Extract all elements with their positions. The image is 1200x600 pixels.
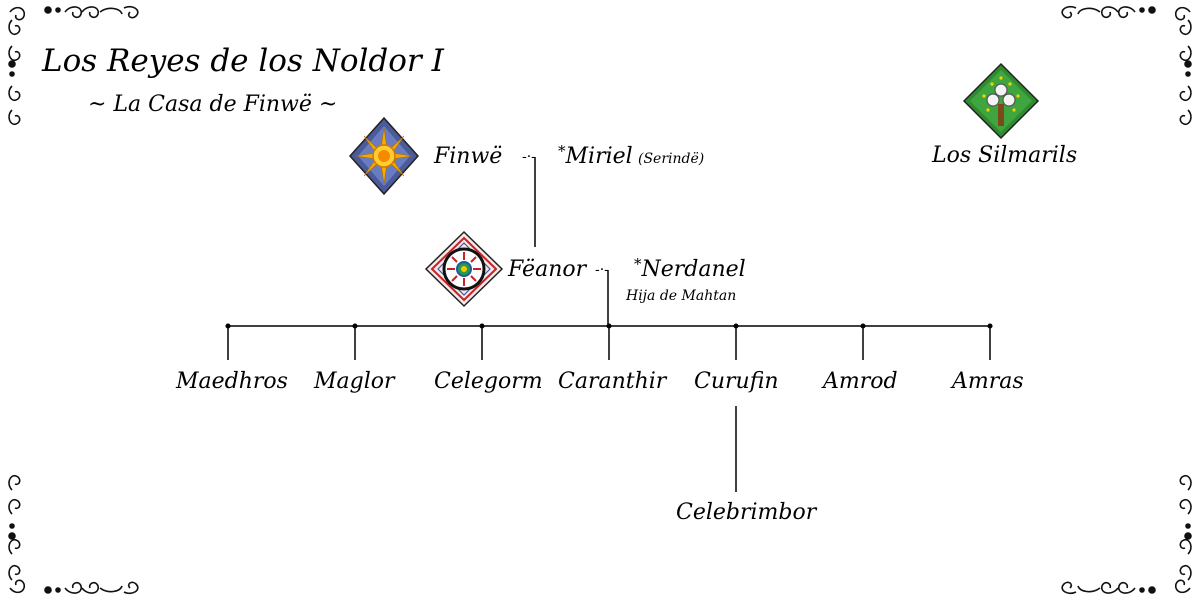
spouse-nerdanel-name: Nerdanel: [641, 257, 746, 282]
person-finwe: Finwë: [434, 144, 503, 169]
star-icon: *: [558, 142, 566, 160]
child-amras: Amras: [952, 369, 1024, 394]
child-celegorm: Celegorm: [434, 369, 543, 394]
corner-bottom-right: [1061, 474, 1192, 595]
sun-emblem-icon: [348, 116, 420, 196]
star-icon: *: [634, 255, 642, 273]
page-subtitle: ~ La Casa de Finwë ~: [88, 92, 338, 117]
silmarils-label: Los Silmarils: [932, 143, 1078, 168]
spouse-miriel: *Miriel: [558, 144, 633, 169]
person-feanor: Fëanor: [508, 257, 587, 282]
spouse-miriel-name: Miriel: [565, 144, 633, 169]
marriage-marker-feanor: -·-: [595, 262, 609, 278]
child-amrod: Amrod: [823, 369, 898, 394]
page-title: Los Reyes de los Noldor I: [42, 43, 444, 79]
silmaril-tree-emblem-icon: [962, 62, 1040, 140]
corner-top-right: [1061, 5, 1192, 126]
spouse-miriel-note: (Serindë): [638, 151, 705, 167]
child-curufin: Curufin: [694, 369, 779, 394]
child-caranthir: Caranthir: [558, 369, 667, 394]
child-maedhros: Maedhros: [176, 369, 288, 394]
spouse-nerdanel: *Nerdanel: [634, 257, 746, 282]
star-emblem-icon: [424, 230, 504, 308]
corner-bottom-left: [8, 474, 139, 595]
grandchild-celebrimbor: Celebrimbor: [676, 500, 817, 525]
corner-top-left: [8, 5, 139, 126]
spouse-nerdanel-note: Hija de Mahtan: [626, 288, 737, 304]
marriage-marker-finwe: -·-: [522, 149, 536, 165]
child-maglor: Maglor: [314, 369, 395, 394]
